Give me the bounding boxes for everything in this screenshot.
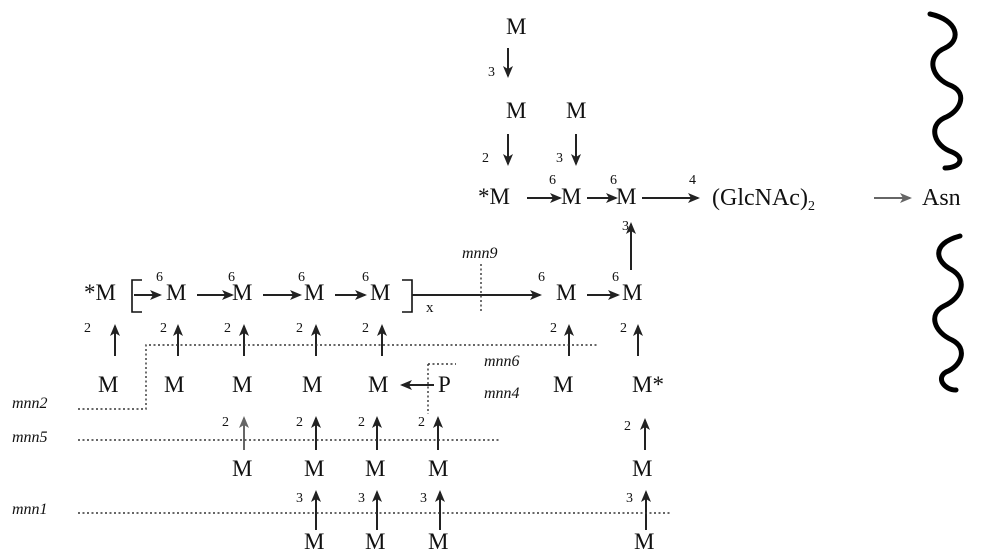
- gene-label-mnn4: mnn4: [484, 385, 520, 402]
- linkage-label-b2-1: 2: [222, 415, 229, 430]
- mannose-b1-6: M: [553, 372, 573, 397]
- linkage-label-b3-2: 3: [358, 491, 365, 506]
- mannose-b1-7-marked: M*: [632, 372, 664, 397]
- linkage-label-chain-3: 6: [298, 270, 305, 285]
- mannose-chain-5: M: [556, 280, 576, 305]
- mannose-b3-1: M: [304, 529, 324, 554]
- linkage-label-chain-2: 6: [228, 270, 235, 285]
- mannose-chain-1: M: [166, 280, 186, 305]
- repeat-count-label: x: [426, 300, 434, 316]
- linkage-label-b1-5: 2: [362, 321, 369, 336]
- mannose-b1-1: M: [98, 372, 118, 397]
- gene-label-mnn6: mnn6: [484, 353, 520, 370]
- gene-label-mnn5: mnn5: [12, 429, 48, 446]
- mnn6-mnn4-bracket: [427, 363, 456, 414]
- asparagine: Asn: [922, 185, 961, 211]
- linkage-label-b3-3: 3: [420, 491, 427, 506]
- linkage-label-top-1: 3: [488, 65, 495, 80]
- linkage-label-b2-4: 2: [418, 415, 425, 430]
- mannose-chain-marked: *M: [84, 280, 116, 305]
- mannose-top-1: M: [506, 14, 526, 39]
- protein-wave-top: [927, 11, 964, 171]
- mannose-b1-4: M: [302, 372, 322, 397]
- linkage-label-chain-6: 6: [612, 270, 619, 285]
- linkage-label-chain-4: 6: [362, 270, 369, 285]
- gene-label-mnn1: mnn1: [12, 501, 48, 518]
- mannose-top-2: M: [506, 98, 526, 123]
- mannose-b3-2: M: [365, 529, 385, 554]
- linkage-label-b1-2: 2: [160, 321, 167, 336]
- linkage-label-top-3: 3: [556, 151, 563, 166]
- glcnac-core-label: (GlcNAc): [712, 185, 808, 211]
- mannose-b2-3: M: [365, 456, 385, 481]
- linkage-label-core-2: 6: [610, 173, 617, 188]
- linkage-label-b2-3: 2: [358, 415, 365, 430]
- gene-label-mnn9: mnn9: [462, 245, 498, 262]
- linkage-label-to-core: 3: [622, 219, 629, 234]
- mannose-b1-5: M: [368, 372, 388, 397]
- linkage-label-b3-1: 3: [296, 491, 303, 506]
- gene-label-mnn2: mnn2: [12, 395, 48, 412]
- branch-arrows-level-1: 2 2 2 2 2 2 2: [84, 321, 643, 356]
- linkage-label-chain-1: 6: [156, 270, 163, 285]
- linkage-label-b1-7: 2: [620, 321, 627, 336]
- linkage-label-b3-4: 3: [626, 491, 633, 506]
- glcnac-core: (GlcNAc)2: [712, 185, 815, 214]
- phosphate: P: [438, 372, 451, 397]
- mannose-b2-1: M: [232, 456, 252, 481]
- mannose-core-3: M: [616, 184, 636, 209]
- linkage-label-b1-4: 2: [296, 321, 303, 336]
- glcnac-core-subscript: 2: [808, 199, 815, 214]
- bracket-right: [402, 279, 413, 313]
- mannose-core-marked: *M: [478, 184, 510, 209]
- mannose-b3-4: M: [634, 529, 654, 554]
- mannose-b3-3: M: [428, 529, 448, 554]
- linkage-label-b2-2: 2: [296, 415, 303, 430]
- mannose-b2-4: M: [428, 456, 448, 481]
- mannose-b1-3: M: [232, 372, 252, 397]
- branch-arrows-level-3: 3 3 3 3: [296, 490, 651, 530]
- branch-arrows-level-2: 2 2 2 2 2: [222, 415, 650, 450]
- mannose-chain-6: M: [622, 280, 642, 305]
- mannose-b2-2: M: [304, 456, 324, 481]
- linkage-label-b2-5: 2: [624, 419, 631, 434]
- mannose-top-3: M: [566, 98, 586, 123]
- linkage-label-core-1: 6: [549, 173, 556, 188]
- mannose-chain-4: M: [370, 280, 390, 305]
- linkage-label-b1-1: 2: [84, 321, 91, 336]
- mnn2-boundary-line: [78, 344, 598, 410]
- mannose-b1-2: M: [164, 372, 184, 397]
- mannose-chain-3: M: [304, 280, 324, 305]
- mannose-chain-2: M: [232, 280, 252, 305]
- linkage-label-b1-3: 2: [224, 321, 231, 336]
- bracket-left: [131, 279, 142, 313]
- linkage-label-chain-5: 6: [538, 270, 545, 285]
- linkage-label-top-2: 2: [482, 151, 489, 166]
- linkage-label-core-3: 4: [689, 173, 696, 188]
- mannose-b2-5: M: [632, 456, 652, 481]
- protein-wave-bottom: [932, 233, 964, 393]
- linkage-label-b1-6: 2: [550, 321, 557, 336]
- mannose-core-2: M: [561, 184, 581, 209]
